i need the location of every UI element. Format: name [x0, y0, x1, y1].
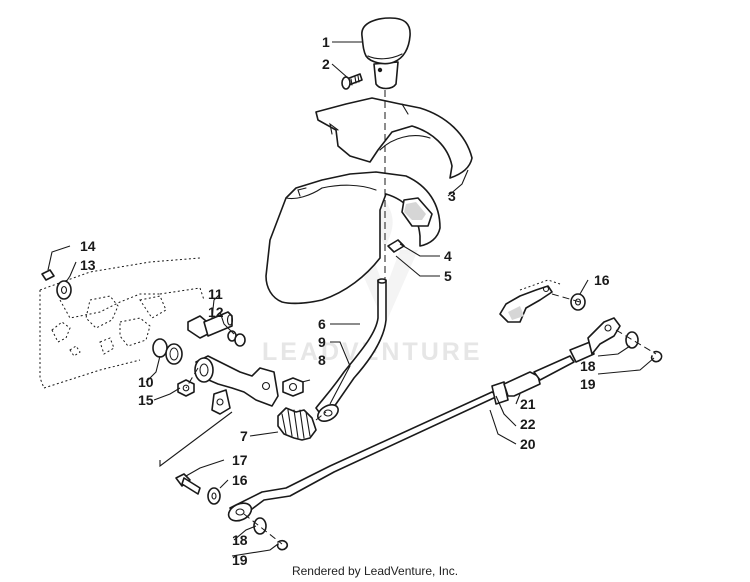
- washer-13: [56, 280, 72, 300]
- leader-lines: [47, 41, 655, 557]
- callout-8: 8: [318, 352, 326, 368]
- shift-rod: [227, 317, 621, 522]
- bolt-14: [41, 269, 55, 281]
- callout-20: 20: [520, 436, 536, 452]
- callout-13: 13: [80, 257, 96, 273]
- washer-12: [227, 330, 246, 347]
- callout-22: 22: [520, 416, 536, 432]
- nut-8: [282, 377, 304, 397]
- axis-15: [185, 367, 199, 389]
- upper-link-arm: [499, 279, 561, 323]
- callout-21: 21: [520, 396, 536, 412]
- callout-16-lower: 16: [232, 472, 248, 488]
- clip-19-right: [650, 350, 663, 363]
- callout-6: 6: [318, 316, 326, 332]
- washer-16-upper: [570, 293, 586, 311]
- return-spring: [277, 407, 317, 441]
- shift-lever: [315, 278, 387, 422]
- pivot-pin: [187, 311, 234, 339]
- callout-3: 3: [448, 188, 456, 204]
- callout-10: 10: [138, 374, 154, 390]
- axis-18-lower: [243, 513, 283, 545]
- footer-credit: Rendered by LeadVenture, Inc.: [291, 564, 459, 578]
- callout-11: 11: [208, 286, 223, 302]
- washer-18-right: [625, 331, 639, 349]
- callout-18-lower: 18: [232, 532, 248, 548]
- leader-bracket-7: [159, 411, 233, 468]
- shift-cover-upper: [315, 97, 473, 179]
- shift-knob: [361, 17, 411, 90]
- callout-5: 5: [444, 268, 452, 284]
- callout-1: 1: [322, 34, 330, 50]
- callout-15: 15: [138, 392, 154, 408]
- axis-7: [315, 411, 327, 421]
- washer-16-lower: [207, 487, 221, 505]
- axis-18-right: [615, 329, 657, 355]
- frame-bracket: [39, 257, 205, 389]
- callout-17: 17: [232, 452, 248, 468]
- callout-19-lower: 19: [232, 552, 248, 568]
- callout-19-right: 19: [580, 376, 596, 392]
- callout-16-upper: 16: [594, 272, 610, 288]
- axis-16-upper: [551, 293, 581, 303]
- callout-2: 2: [322, 56, 330, 72]
- callout-labels: 1 2 3 4 5 6 9 8 11 12 14 13 10 15 7 17 1…: [80, 34, 610, 568]
- callout-18-right: 18: [580, 358, 596, 374]
- shift-shaft-arm: [194, 355, 279, 415]
- callout-7: 7: [240, 428, 248, 444]
- knob-screw: [341, 73, 363, 90]
- callout-9: 9: [318, 334, 326, 350]
- o-rings-10: [152, 338, 183, 365]
- callout-4: 4: [444, 248, 452, 264]
- callout-14: 14: [80, 238, 96, 254]
- shift-housing-lower: [265, 171, 441, 305]
- washer-18-lower: [253, 517, 267, 535]
- bolt-17: [175, 473, 201, 495]
- callout-12: 12: [208, 304, 224, 320]
